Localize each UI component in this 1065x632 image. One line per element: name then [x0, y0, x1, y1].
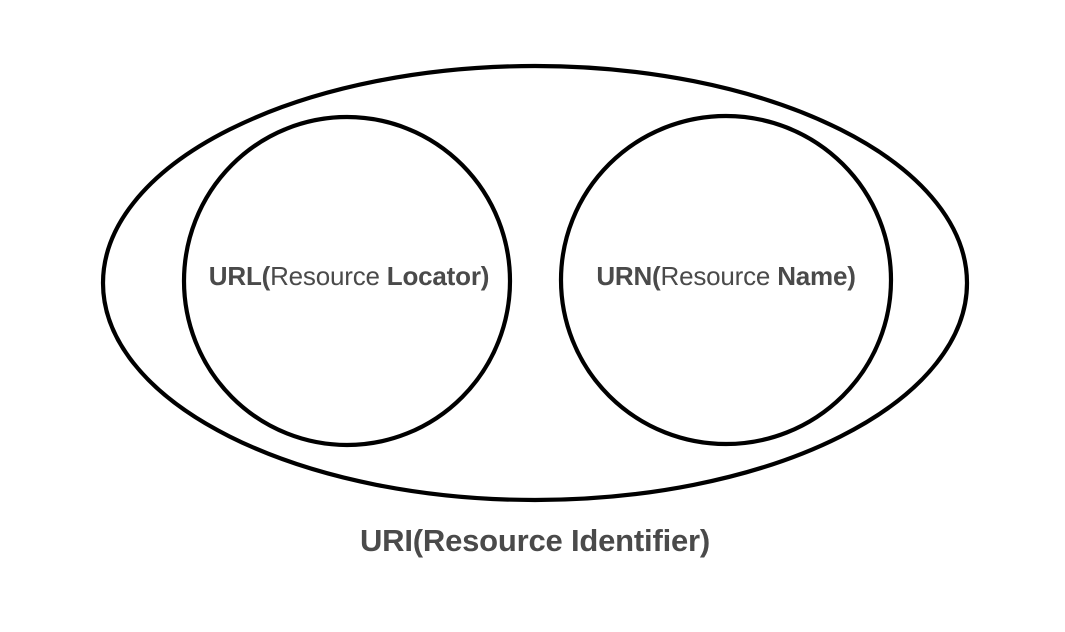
urn-label: URN(Resource Name) [596, 261, 855, 291]
urn-label-suffix: Name) [777, 261, 855, 291]
url-label-middle: Resource [270, 261, 387, 291]
uri-caption: URI(Resource Identifier) [360, 523, 710, 558]
url-label-suffix: Locator) [387, 261, 489, 291]
url-label-acronym: URL( [209, 261, 271, 291]
urn-label-middle: Resource [661, 261, 778, 291]
urn-inner-circle [558, 113, 894, 447]
uri-outer-ellipse [100, 63, 970, 503]
url-inner-circle [181, 114, 513, 448]
url-label: URL(Resource Locator) [209, 261, 489, 291]
urn-label-acronym: URN( [596, 261, 661, 291]
